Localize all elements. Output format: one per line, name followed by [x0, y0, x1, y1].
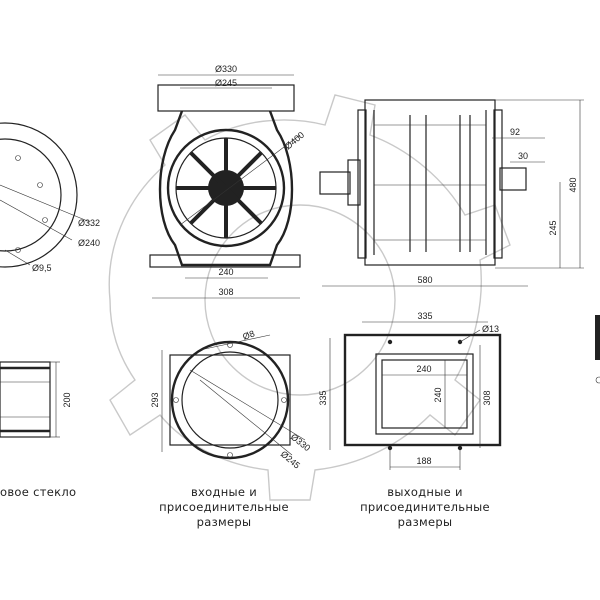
dim-d245-flange: Ø245 — [279, 449, 302, 471]
caption-outlet-line2: присоединительные — [360, 500, 490, 514]
caption-outlet-line3: размеры — [398, 515, 453, 529]
dim-d13: Ø13 — [482, 324, 499, 334]
dim-h293: 293 — [150, 392, 160, 407]
dim-w580: 580 — [417, 275, 432, 285]
dim-w240-front: 240 — [218, 267, 233, 277]
dim-d8: Ø8 — [241, 328, 256, 342]
dim-h245-side: 245 — [548, 220, 558, 235]
left-flange-view: Ø332 Ø240 Ø9,5 — [0, 122, 100, 273]
gear-watermark — [108, 94, 511, 501]
dim-d330-top: Ø330 — [215, 64, 237, 74]
inlet-flange-view: Ø8 293 Ø330 Ø245 — [150, 328, 312, 470]
dim-d332: Ø332 — [78, 218, 100, 228]
dim-h308-out: 308 — [482, 390, 492, 405]
dim-h480: 480 — [568, 177, 578, 192]
caption-inlet-line2: присоединительные — [159, 500, 289, 514]
captions: овое стекло входные и присоединительные … — [0, 485, 490, 529]
side-view: 92 30 480 245 580 — [319, 99, 584, 287]
dim-d240-left: Ø240 — [78, 238, 100, 248]
outlet-flange-view: 335 Ø13 240 240 335 308 188 — [318, 311, 502, 470]
dim-d330-flange: Ø330 — [289, 432, 313, 453]
dim-d400: Ø400 — [283, 130, 306, 152]
dim-h335-out: 335 — [318, 390, 328, 405]
left-glass-view: 200 — [0, 361, 72, 438]
front-view: Ø330 Ø245 Ø400 240 308 — [149, 64, 306, 299]
caption-inlet-line1: входные и — [191, 485, 257, 499]
dim-h240-out: 240 — [433, 387, 443, 402]
dim-w30: 30 — [518, 151, 528, 161]
dim-w335-out: 335 — [417, 311, 432, 321]
dim-d9-5: Ø9,5 — [32, 263, 52, 273]
dim-w308-front: 308 — [218, 287, 233, 297]
dim-d245-top: Ø245 — [215, 78, 237, 88]
dim-h200: 200 — [62, 392, 72, 407]
dim-w240-out: 240 — [416, 364, 431, 374]
right-edge-fragment — [595, 315, 600, 384]
dim-w188: 188 — [416, 456, 431, 466]
caption-outlet-line1: выходные и — [387, 485, 462, 499]
caption-glass: овое стекло — [0, 485, 76, 499]
dim-w92: 92 — [510, 127, 520, 137]
caption-inlet-line3: размеры — [197, 515, 252, 529]
